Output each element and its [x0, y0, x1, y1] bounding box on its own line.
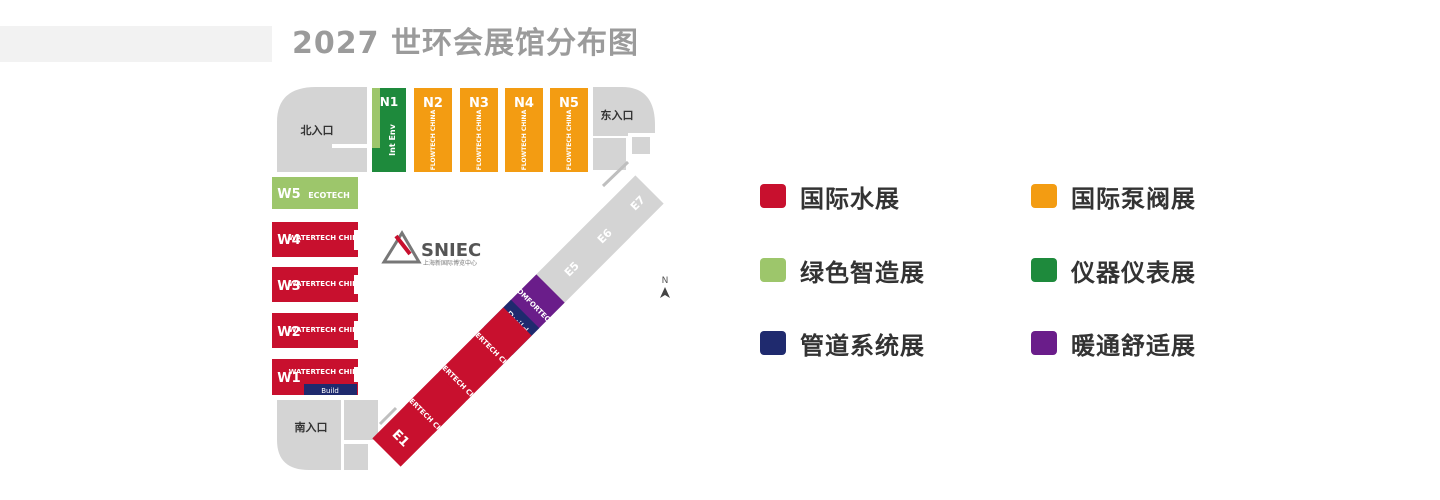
hall-n5-brand: FLOWTECH CHINA — [566, 109, 573, 170]
legend-label: 管道系统展 — [800, 331, 925, 360]
sniec-logo-subtitle: 上海新国际博览中心 — [423, 259, 477, 267]
hall-n4-brand: FLOWTECH CHINA — [521, 109, 528, 170]
hall-w1-sub: Build — [321, 387, 339, 395]
east-entrance-annex — [593, 138, 626, 170]
title-bar-background — [0, 26, 272, 62]
svg-text:N4: N4 — [514, 96, 534, 111]
compass: N — [660, 276, 670, 298]
hall-n5[interactable]: N5 FLOWTECH CHINA — [550, 88, 588, 172]
hall-n2-brand: FLOWTECH CHINA — [430, 109, 437, 170]
legend-swatch-pump — [1031, 184, 1057, 208]
svg-text:N3: N3 — [469, 96, 489, 111]
legend-swatch-hvac — [1031, 331, 1057, 355]
hall-n1[interactable]: N1 Int Env — [372, 88, 406, 172]
north-entrance-label: 北入口 — [301, 123, 334, 137]
legend-label: 仪器仪表展 — [1071, 258, 1196, 287]
compass-label: N — [662, 276, 669, 286]
hall-n3[interactable]: N3 FLOWTECH CHINA — [460, 88, 498, 172]
south-entrance-annex-2 — [344, 444, 368, 470]
hall-w5-brand: ECOTECH — [308, 191, 350, 200]
east-entrance-annex-2 — [632, 137, 650, 154]
hall-n2[interactable]: N2 FLOWTECH CHINA — [414, 88, 452, 172]
east-entrance-label: 东入口 — [601, 108, 634, 122]
svg-text:W4: W4 — [277, 233, 300, 248]
hall-n3-brand: FLOWTECH CHINA — [476, 109, 483, 170]
south-entrance-block[interactable] — [277, 400, 341, 470]
svg-text:N5: N5 — [559, 96, 579, 111]
legend-item-water: 国际水展 — [760, 181, 900, 213]
hall-n1-brand: Int Env — [388, 123, 397, 155]
hall-e1[interactable]: WATERTECH CHINA E1 — [360, 361, 478, 479]
south-connector-line — [378, 406, 398, 426]
svg-text:N1: N1 — [380, 95, 398, 109]
east-connector-line — [601, 160, 630, 188]
hall-n4[interactable]: N4 FLOWTECH CHINA — [505, 88, 543, 172]
compass-arrow-icon — [660, 287, 670, 298]
legend-label: 国际水展 — [800, 184, 900, 213]
south-entrance-annex — [344, 400, 378, 440]
hall-w2[interactable]: W2 WATERTECH CHINA — [272, 313, 364, 348]
legend-swatch-instrument — [1031, 258, 1057, 282]
legend-swatch-pipe — [760, 331, 786, 355]
hall-w1-brand: WATERTECH CHINA — [289, 368, 364, 376]
legend-item-pump: 国际泵阀展 — [1031, 181, 1196, 213]
legend-label: 绿色智造展 — [800, 258, 925, 287]
legend-swatch-green — [760, 258, 786, 282]
sniec-logo: SNIEC 上海新国际博览中心 — [381, 230, 481, 267]
legend-label: 暖通舒适展 — [1071, 331, 1196, 360]
north-entrance-annex — [332, 148, 367, 172]
legend-item-pipe: 管道系统展 — [760, 328, 925, 360]
hall-w1[interactable]: W1 WATERTECH CHINA Build — [272, 359, 364, 395]
hall-w4[interactable]: W4 WATERTECH CHINA — [272, 222, 364, 257]
hall-w3-brand: WATERTECH CHINA — [289, 280, 364, 288]
east-entrance-block[interactable] — [593, 87, 655, 136]
south-entrance-label: 南入口 — [295, 420, 328, 434]
hall-w4-brand: WATERTECH CHINA — [289, 234, 364, 242]
north-entrance-block[interactable] — [277, 87, 367, 172]
legend-item-instrument: 仪器仪表展 — [1031, 255, 1196, 287]
legend-swatch-water — [760, 184, 786, 208]
page-title: 2027 世环会展馆分布图 — [292, 26, 639, 61]
legend-item-hvac: 暖通舒适展 — [1031, 328, 1196, 360]
svg-text:W2: W2 — [277, 325, 300, 340]
svg-text:W1: W1 — [277, 371, 300, 386]
sniec-logo-name: SNIEC — [421, 240, 481, 261]
svg-text:N2: N2 — [423, 96, 443, 111]
svg-text:W3: W3 — [277, 279, 300, 294]
hall-w3[interactable]: W3 WATERTECH CHINA — [272, 267, 364, 302]
hall-w5[interactable]: W5 ECOTECH — [272, 177, 358, 209]
svg-text:W5: W5 — [277, 187, 300, 202]
sniec-logo-mark-icon — [381, 230, 422, 264]
legend-label: 国际泵阀展 — [1071, 184, 1196, 213]
hall-w2-brand: WATERTECH CHINA — [289, 326, 364, 334]
legend-item-green: 绿色智造展 — [760, 255, 925, 287]
